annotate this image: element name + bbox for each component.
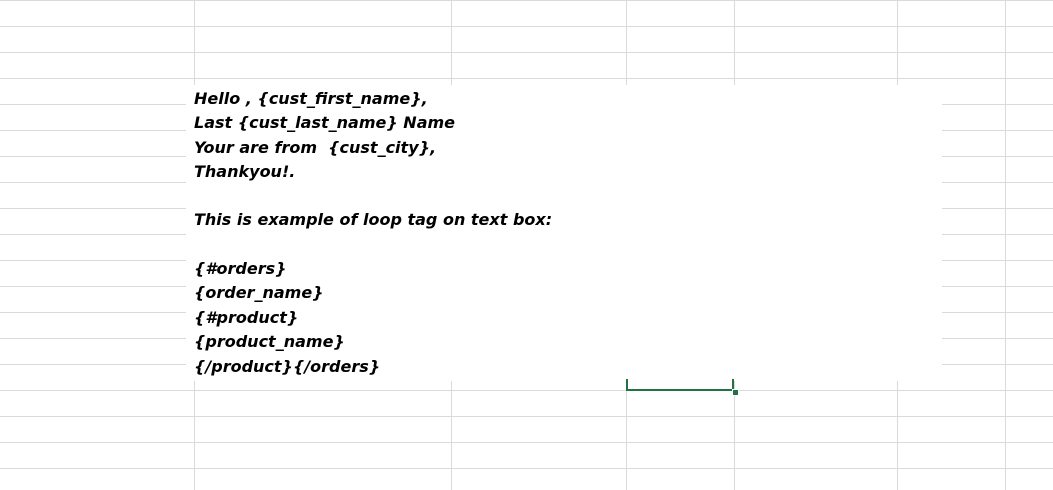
text-box-line-product-name: {product_name} [194,332,345,351]
text-box-line-product-open: {#product} [194,308,299,327]
text-box-line-last-name: Last {cust_last_name} Name [194,113,456,132]
fill-handle[interactable] [732,389,739,396]
column-gridline [1005,0,1006,490]
text-box-line-greeting: Hello , {cust_first_name}, [194,89,428,108]
text-box[interactable] [186,85,942,381]
text-box-line-orders-open: {#orders} [194,259,287,278]
text-box-line-city: Your are from {cust_city}, [194,138,437,157]
text-box-line-loop-close: {/product}{/orders} [194,357,381,376]
active-cell-selection[interactable] [626,379,734,391]
text-box-line-order-name: {order_name} [194,283,324,302]
text-box-line-loop-intro: This is example of loop tag on text box: [194,210,553,229]
text-box-line-thanks: Thankyou!. [194,162,296,181]
